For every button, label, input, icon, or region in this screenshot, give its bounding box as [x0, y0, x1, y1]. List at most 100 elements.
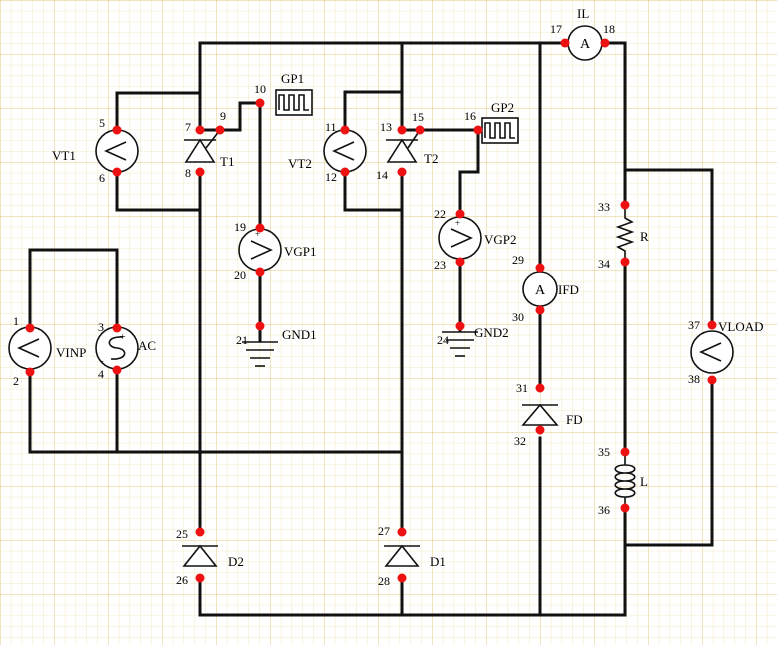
node-label: 8: [185, 166, 191, 180]
node-label: 22: [434, 207, 446, 221]
voltmeter-icon[interactable]: [323, 129, 367, 173]
label-T2: T2: [424, 151, 438, 166]
node-dot[interactable]: [560, 38, 570, 48]
node-dot[interactable]: [25, 323, 35, 333]
node-dot[interactable]: [535, 305, 545, 315]
node-dot[interactable]: [620, 200, 630, 210]
node-dot[interactable]: [397, 573, 407, 583]
voltmeter-icon[interactable]: [95, 129, 139, 173]
node-dot[interactable]: [255, 267, 265, 277]
svg-text:+: +: [255, 229, 260, 239]
node-dot[interactable]: [195, 167, 205, 177]
node-dot[interactable]: [397, 125, 407, 135]
node-label: 33: [598, 200, 610, 214]
node-label: 35: [598, 445, 610, 459]
node-label: 36: [598, 503, 610, 517]
node-label: 17: [550, 22, 562, 36]
diode-icon[interactable]: [384, 544, 420, 567]
node-label: 19: [234, 220, 246, 234]
label-GP1: GP1: [281, 71, 304, 86]
inductor-icon[interactable]: [614, 452, 636, 508]
label-VGP1: VGP1: [284, 244, 317, 259]
voltmeter-icon[interactable]: [690, 330, 734, 374]
node-dot[interactable]: [535, 425, 545, 435]
node-label: 16: [464, 109, 476, 123]
node-dot[interactable]: [340, 125, 350, 135]
node-label: 23: [434, 258, 446, 272]
node-dot[interactable]: [255, 223, 265, 233]
label-AC: AC: [138, 338, 156, 353]
node-dot[interactable]: [25, 367, 35, 377]
node-label: 21: [236, 333, 248, 347]
label-GND1: GND1: [282, 327, 317, 342]
label-FD: FD: [566, 412, 583, 427]
voltmeter-icon[interactable]: +: [438, 216, 482, 260]
node-dot[interactable]: [340, 167, 350, 177]
node-dot[interactable]: [620, 503, 630, 513]
node-label: 37: [688, 318, 700, 332]
node-dot[interactable]: [397, 527, 407, 537]
node-dot[interactable]: [415, 125, 425, 135]
node-dot[interactable]: [255, 98, 265, 108]
symbols: + +: [8, 25, 734, 567]
node-label: 28: [378, 574, 390, 588]
ammeter-icon[interactable]: A: [522, 271, 558, 307]
node-label: 15: [412, 110, 424, 124]
node-dot[interactable]: [535, 383, 545, 393]
node-label: 31: [516, 381, 528, 395]
node-dot[interactable]: [535, 263, 545, 273]
node-dot[interactable]: [195, 125, 205, 135]
diode-icon[interactable]: [182, 544, 218, 567]
node-dot[interactable]: [455, 209, 465, 219]
svg-text:-: -: [100, 355, 104, 367]
label-GP2: GP2: [491, 100, 514, 115]
node-label: 9: [220, 109, 226, 123]
node-dot[interactable]: [112, 323, 122, 333]
node-dot[interactable]: [112, 167, 122, 177]
node-dot[interactable]: [620, 447, 630, 457]
svg-text:A: A: [535, 283, 546, 298]
node-label: 29: [512, 253, 524, 267]
node-markers: 1 2 3 4 5 6 7 8 9 10 11 12 13 14 15 16 1…: [13, 22, 717, 588]
node-dot[interactable]: [473, 125, 483, 135]
node-label: 11: [325, 120, 337, 134]
node-dot[interactable]: [112, 365, 122, 375]
node-label: 32: [514, 434, 526, 448]
node-label: 13: [380, 120, 392, 134]
node-label: 25: [176, 527, 188, 541]
pulse-generator-icon[interactable]: [481, 117, 519, 144]
node-dot[interactable]: [195, 527, 205, 537]
node-label: 7: [185, 120, 191, 134]
node-dot[interactable]: [600, 38, 610, 48]
node-dot[interactable]: [707, 375, 717, 385]
voltmeter-icon[interactable]: +: [238, 228, 282, 272]
node-label: 34: [598, 257, 610, 271]
label-GND2: GND2: [474, 325, 509, 340]
node-label: 38: [688, 372, 700, 386]
ammeter-icon[interactable]: A: [567, 25, 603, 61]
voltmeter-icon[interactable]: [8, 326, 52, 370]
label-VINP: VINP: [56, 345, 86, 360]
node-dot[interactable]: [255, 321, 265, 331]
ground-icon: [242, 341, 278, 367]
node-dot[interactable]: [112, 125, 122, 135]
resistor-icon[interactable]: [615, 205, 635, 262]
node-label: 12: [325, 170, 337, 184]
node-dot[interactable]: [620, 257, 630, 267]
node-dot[interactable]: [455, 321, 465, 331]
label-IL: IL: [577, 6, 589, 21]
svg-text:A: A: [580, 37, 591, 52]
node-dot[interactable]: [195, 573, 205, 583]
node-dot[interactable]: [455, 257, 465, 267]
label-T1: T1: [220, 154, 234, 169]
node-label: 24: [437, 333, 449, 347]
node-label: 27: [378, 524, 390, 538]
pulse-generator-icon[interactable]: [275, 89, 313, 116]
node-dot[interactable]: [707, 320, 717, 330]
node-dot[interactable]: [397, 167, 407, 177]
node-dot[interactable]: [215, 125, 225, 135]
node-label: 10: [254, 82, 266, 96]
diode-icon[interactable]: [521, 403, 559, 426]
